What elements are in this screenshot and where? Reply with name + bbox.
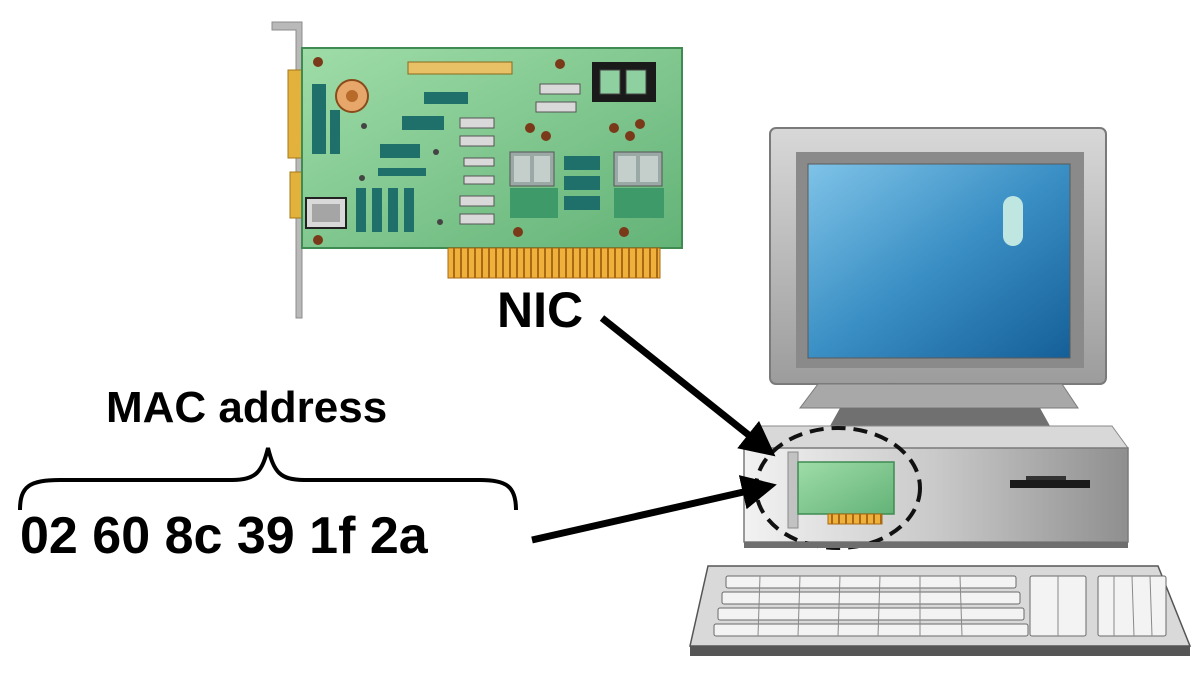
mac-brace	[18, 447, 518, 511]
nic-arrow	[599, 315, 776, 457]
desktop-computer-icon	[689, 127, 1192, 656]
nic-card-icon	[271, 21, 683, 319]
nic-label: NIC	[497, 282, 584, 338]
mac-address-title: MAC address	[106, 383, 388, 432]
installed-nic-icon	[787, 451, 895, 529]
keyboard-icon	[689, 565, 1192, 656]
mac-arrow	[531, 475, 777, 544]
mac-address-value: 02 60 8c 39 1f 2a	[20, 507, 428, 565]
